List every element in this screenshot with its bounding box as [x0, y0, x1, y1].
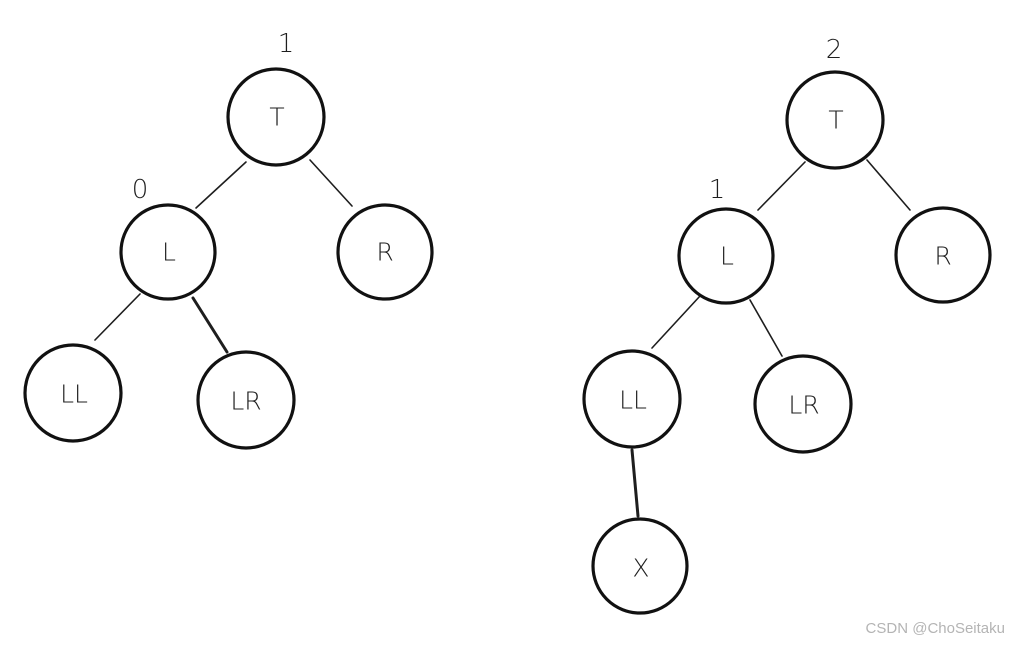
edge-t-r	[309, 159, 353, 207]
svg-text:L: L	[720, 242, 734, 271]
tree-node-r: R	[894, 206, 992, 304]
svg-text:LL: LL	[60, 380, 88, 409]
tree-before-insert: T L R LL LR 1 0	[23, 29, 434, 450]
tree-node-t: T	[226, 67, 326, 167]
edge-l-ll	[94, 293, 141, 341]
tree-node-r: R	[336, 203, 434, 301]
edge-l-lr	[749, 299, 783, 357]
tree-node-lr: LR	[753, 354, 853, 454]
tree-node-l: L	[119, 203, 217, 301]
balance-factor-l: 1	[709, 175, 726, 205]
tree-node-l: L	[677, 207, 775, 305]
svg-text:L: L	[162, 238, 176, 267]
tree-node-ll: LL	[23, 343, 123, 443]
tree-after-insert: T L R LL LR X 2 1	[582, 35, 992, 615]
tree-node-x: X	[591, 517, 689, 615]
svg-text:T: T	[269, 103, 284, 132]
tree-node-lr: LR	[196, 350, 296, 450]
edge-t-r	[866, 159, 911, 211]
balance-factor-l: 0	[132, 175, 149, 205]
svg-text:R: R	[934, 242, 951, 271]
svg-text:X: X	[632, 554, 649, 583]
tree-node-ll: LL	[582, 349, 682, 449]
edge-l-ll	[651, 295, 701, 349]
edge-l-lr	[191, 296, 229, 354]
edge-t-l	[195, 161, 247, 209]
edge-t-l	[757, 161, 806, 211]
balance-factor-t: 2	[826, 35, 843, 65]
svg-text:R: R	[376, 238, 393, 267]
svg-text:LL: LL	[619, 386, 647, 415]
edge-ll-x	[630, 448, 640, 518]
watermark: CSDN @ChoSeitaku	[865, 620, 1005, 637]
balance-factor-t: 1	[278, 29, 295, 59]
svg-text:LR: LR	[788, 391, 819, 420]
svg-text:LR: LR	[230, 387, 261, 416]
tree-node-t: T	[785, 70, 885, 170]
svg-text:T: T	[828, 106, 843, 135]
